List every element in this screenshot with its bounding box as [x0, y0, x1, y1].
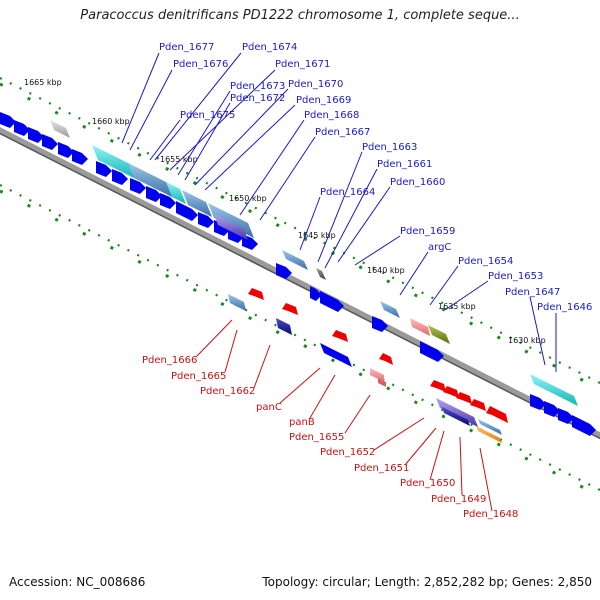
gene-label[interactable]: Pden_1652: [320, 447, 375, 458]
gene-label[interactable]: Pden_1662: [200, 386, 255, 397]
reverse-cds-row: [248, 288, 508, 423]
gene-label[interactable]: Pden_1654: [458, 256, 513, 267]
forward-feature-blocks: [50, 120, 578, 406]
scale-label: 1650 kbp: [229, 194, 267, 203]
reverse-feature-blocks: [228, 294, 502, 443]
forward-cds-row: [0, 112, 596, 436]
gene-label[interactable]: Pden_1646: [537, 302, 592, 313]
map-title: Paracoccus denitrificans PD1222 chromoso…: [80, 8, 520, 23]
forward-gene-labels: Pden_1677 Pden_1676 Pden_1674 Pden_1671 …: [159, 42, 592, 313]
gene-label[interactable]: Pden_1666: [142, 355, 197, 366]
chromosome-backbone: [0, 127, 600, 440]
scale-label: 1655 kbp: [160, 155, 198, 164]
scale-label: 1635 kbp: [438, 302, 476, 311]
scale-label: 1665 kbp: [24, 78, 62, 87]
scale-labels: 1665 kbp 1660 kbp 1655 kbp 1650 kbp 1645…: [24, 78, 546, 345]
gene-label[interactable]: Pden_1670: [288, 79, 343, 90]
forward-leader-lines: [121, 52, 557, 372]
gene-label[interactable]: Pden_1648: [463, 509, 518, 520]
gene-label[interactable]: Pden_1660: [390, 177, 445, 188]
gene-label[interactable]: Pden_1647: [505, 287, 560, 298]
gene-label[interactable]: Pden_1661: [377, 159, 432, 170]
gene-label[interactable]: panC: [256, 402, 282, 413]
gene-label[interactable]: Pden_1669: [296, 95, 351, 106]
scale-ticks: [0, 77, 600, 498]
gene-label[interactable]: Pden_1674: [242, 42, 297, 53]
gene-label[interactable]: panB: [289, 417, 315, 428]
gene-label[interactable]: Pden_1672: [230, 93, 285, 104]
gene-label[interactable]: Pden_1650: [400, 478, 455, 489]
genome-summary-text: Topology: circular; Length: 2,852,282 bp…: [262, 575, 592, 589]
gene-label[interactable]: Pden_1677: [159, 42, 214, 53]
gene-label[interactable]: Pden_1649: [431, 494, 486, 505]
gene-label[interactable]: Pden_1659: [400, 226, 455, 237]
gene-label[interactable]: Pden_1675: [180, 110, 235, 121]
gene-label[interactable]: Pden_1673: [230, 81, 285, 92]
gene-label[interactable]: Pden_1667: [315, 127, 370, 138]
gene-label[interactable]: Pden_1663: [362, 142, 417, 153]
gene-label[interactable]: Pden_1664: [320, 187, 375, 198]
gene-label[interactable]: Pden_1655: [289, 432, 344, 443]
gene-label[interactable]: Pden_1676: [173, 59, 228, 70]
gene-label[interactable]: Pden_1668: [304, 110, 359, 121]
scale-label: 1660 kbp: [92, 117, 130, 126]
scale-label: 1645 kbp: [298, 231, 336, 240]
accession-text: Accession: NC_008686: [9, 575, 146, 589]
gene-label[interactable]: Pden_1651: [354, 463, 409, 474]
reverse-leader-lines: [195, 319, 493, 512]
scale-label: 1640 kbp: [367, 266, 405, 275]
gene-label[interactable]: argC: [428, 242, 451, 253]
gene-label[interactable]: Pden_1665: [171, 371, 226, 382]
scale-label: 1630 kbp: [508, 336, 546, 345]
reverse-gene-labels: Pden_1666 Pden_1665 Pden_1662 panC panB …: [142, 355, 518, 520]
gene-label[interactable]: Pden_1653: [488, 271, 543, 282]
gene-label[interactable]: Pden_1671: [275, 59, 330, 70]
